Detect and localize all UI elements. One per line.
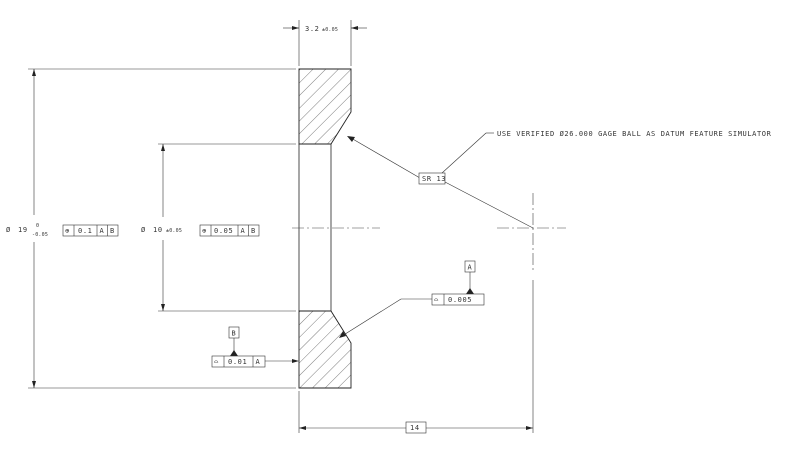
part-section: [298, 68, 352, 389]
distance-dimension: 14: [298, 280, 534, 434]
outer-position-datum-a: A: [100, 227, 105, 235]
lower-hatched-section: [298, 310, 352, 389]
outer-diameter-dimension: Ø 19 0 -0.05 ⊕ 0.1 A B: [6, 68, 296, 389]
datum-a-label: A: [468, 264, 473, 272]
inner-diameter-value: 10: [153, 226, 163, 234]
datum-a-profile: A ⌓ 0.005: [339, 260, 485, 338]
outer-diameter-lower-tol: -0.05: [32, 232, 48, 238]
profile-a-tolerance: 0.005: [448, 296, 472, 304]
bore-profile: [298, 143, 332, 312]
profile-b-datum: A: [256, 358, 261, 366]
sphere-radius-callout: SR 13 USE VERIFIED Ø26.000 GAGE BALL AS …: [347, 130, 772, 229]
datum-b-label: B: [232, 330, 237, 338]
inner-position-datum-b: B: [251, 227, 256, 235]
outer-diameter-upper-tol: 0: [36, 223, 39, 229]
inner-diameter-dimension: Ø 10 ±0.05 ⊕ 0.05 A B: [141, 143, 296, 312]
outer-diameter-value: 19: [18, 226, 28, 234]
profile-b-symbol: ⌓: [214, 358, 219, 366]
outer-position-fcf: ⊕ 0.1 A B: [62, 224, 119, 237]
profile-b-tolerance: 0.01: [228, 358, 247, 366]
profile-a-symbol: ⌓: [434, 296, 439, 304]
outer-position-tolerance: 0.1: [78, 227, 92, 235]
inner-position-symbol: ⊕: [202, 227, 207, 235]
gage-ball-note: USE VERIFIED Ø26.000 GAGE BALL AS DATUM …: [497, 130, 772, 138]
thickness-value: 3.2: [305, 25, 319, 33]
inner-position-fcf: ⊕ 0.05 A B: [199, 224, 260, 237]
upper-hatched-section: [298, 68, 352, 145]
inner-position-datum-a: A: [241, 227, 246, 235]
outer-diameter-symbol: Ø: [6, 226, 11, 234]
thickness-dimension: 3.2 ±0.05: [283, 20, 367, 66]
datum-b-profile: B ⌓ 0.01 A: [211, 326, 299, 368]
inner-diameter-symbol: Ø: [141, 226, 146, 234]
distance-value: 14: [410, 424, 420, 432]
outer-position-datum-b: B: [110, 227, 115, 235]
inner-diameter-tolerance: ±0.05: [166, 228, 182, 234]
inner-position-tolerance: 0.05: [214, 227, 233, 235]
sphere-radius-label: SR 13: [422, 175, 446, 183]
thickness-tolerance: ±0.05: [322, 27, 338, 33]
outer-position-symbol: ⊕: [65, 227, 70, 235]
